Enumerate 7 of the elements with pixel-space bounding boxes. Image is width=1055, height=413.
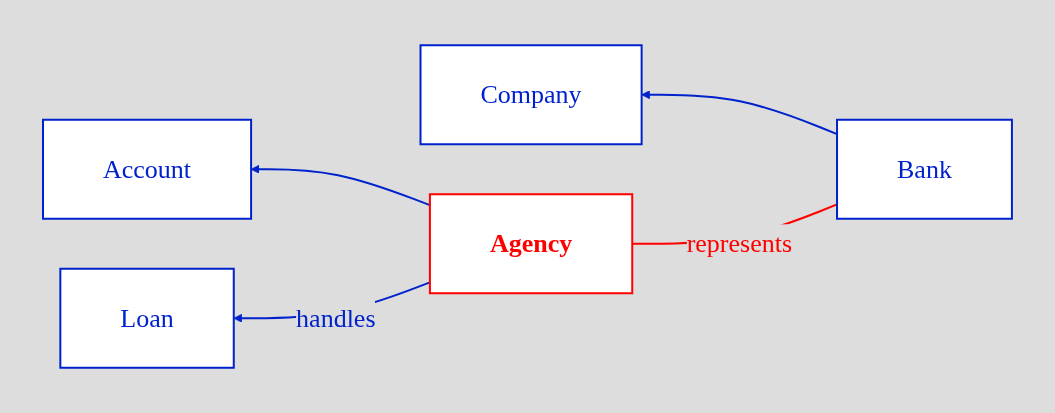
edge-label: represents — [686, 229, 793, 259]
node-box: Account — [42, 118, 253, 220]
node-box: Loan — [59, 267, 235, 369]
node-box: Bank — [836, 118, 1013, 220]
node-box: Company — [419, 44, 643, 146]
node-box: Agency — [428, 193, 634, 295]
edge-label: handles — [296, 303, 376, 333]
